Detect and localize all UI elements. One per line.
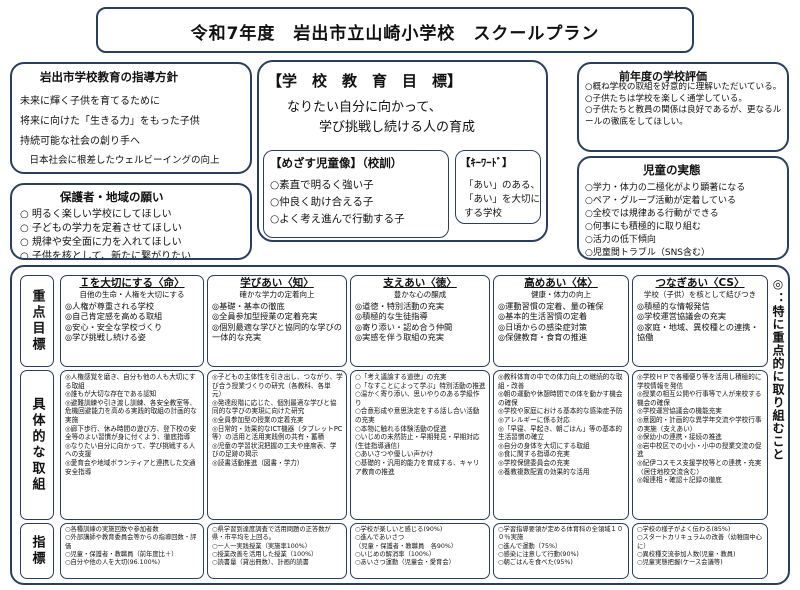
column-goals: ◎基礎・基本の徹底 ◎全員参加型授業の定着充実 ◎個別最適な学びと協同的な学びの… bbox=[212, 301, 342, 343]
column-concrete: ◎教科体育の中での体力向上の継続的な取組・改善 ◎朝の運動や休憩時間での体を動か… bbox=[498, 373, 623, 476]
ideal-student-box: 【めざす児童像】（校訓） ○素直で明るく強い子 ○仲良く助け合える子 ○よく考え… bbox=[263, 150, 449, 238]
column-indicator: ○県学習到達度調査で活用問題の正答数が県・市平均を上回る。 ○一人一実践授業（実… bbox=[212, 526, 331, 567]
goal-cell-knowledge: 学びあい〈知〉 確かな学力の定着向上 ◎基礎・基本の徹底 ◎全員参加型授業の定着… bbox=[207, 275, 347, 367]
wishes-line: ○ 明るく楽しい学校にしてほしい bbox=[20, 209, 172, 220]
header-box: 令和7年度 岩出市立山崎小学校 スクールプラン bbox=[96, 7, 694, 53]
column-head: 支えあい〈徳〉 bbox=[383, 277, 457, 289]
goal-line2: 学び挑戦し続ける人の育成 bbox=[319, 120, 476, 135]
column-goals: ◎人権が尊重される学校 ◎自己肯定感を高める取組 ◎安心・安全な学校づくり ◎学… bbox=[65, 301, 163, 343]
actual-panel: 児童の実態 ○学力・体力の二極化がより顕著になる ○ペア・グループ活動が定着して… bbox=[577, 156, 789, 260]
keyword-line: 「あい」のある、 bbox=[464, 180, 541, 191]
policy-line: 将来に向けた「生きる力」をもった子供 bbox=[20, 116, 200, 127]
column-goals: ◎運動習慣の定着、量の確保 ◎基本的生活習慣の定着 ◎日頃からの感染症対策 ◎保… bbox=[498, 301, 604, 343]
column-goals: ◎積極的な情報発信 ◎学校運営協議会の充実 ◎家庭・地域、異校種との連携・協働 bbox=[637, 301, 759, 343]
policy-line: 日本社会に根差したウェルビーイングの向上 bbox=[20, 155, 220, 166]
column-sub: 健康・体力の向上 bbox=[531, 290, 591, 299]
column-sub: 学校（子供）を核として結びつき bbox=[643, 290, 757, 299]
column-sub: 豊かな心の醸成 bbox=[393, 290, 447, 299]
column-indicator: ○学校が楽しいと感じる(90%) ○進んであいさつ （児童・保護者・教職員 各9… bbox=[355, 526, 458, 567]
plan-table: 重点目標 具体的な取組 指標 Ｉを大切にする〈命〉 自他の生命・人権を大切にする… bbox=[10, 265, 790, 585]
policy-line: 持続可能な社会の創り手へ bbox=[20, 136, 140, 147]
goal-cell-virtue: 支えあい〈徳〉 豊かな心の醸成 ◎道徳・特別活動の充実 ◎積極的な生徒指導 ◎寄… bbox=[350, 275, 490, 367]
column-goals: ◎道徳・特別活動の充実 ◎積極的な生徒指導 ◎寄り添い・認め合う仲間 ◎実感を伴… bbox=[355, 301, 453, 343]
actual-line: ○ペア・グループ活動が定着している bbox=[585, 196, 737, 206]
column-concrete: ◎子どもの主体性を引き出し、つながり、学び合う授業づくりの研究（各教科、各単元）… bbox=[212, 373, 343, 467]
wishes-line: ○ 子供を核として、新たに繋がりたい bbox=[20, 251, 192, 260]
ideal-item: ○仲良く助け合える子 bbox=[270, 196, 374, 208]
actual-line: ○学力・体力の二極化がより顕著になる bbox=[585, 183, 746, 193]
concrete-cell-knowledge: ◎子どもの主体性を引き出し、つながり、学び合う授業づくりの研究（各教科、各単元）… bbox=[207, 370, 347, 520]
indicator-cell-body: ○学習指導要領が定める体育科の全領域１００％実施 ○進んで運動（75%） ○感染… bbox=[493, 523, 629, 579]
concrete-cell-life: ◎人権感覚を磨き、自分も他の人も大切にする取組 ◎誰もが大切な存在である認知 ◎… bbox=[60, 370, 204, 520]
goal-cell-cs: つなぎあい〈CS〉 学校（子供）を核として結びつき ◎積極的な情報発信 ◎学校運… bbox=[632, 275, 768, 367]
column-concrete: ○「考え議論する道徳」の充実 ○「なすことによって学ぶ」特別活動の推進 ○温かく… bbox=[355, 373, 486, 476]
indicator-cell-life: ○各種訓練の実施回数や参加者数 ○外部講師や教育委員会等からの指導回数・評価 ○… bbox=[60, 523, 204, 579]
goal-line1: なりたい自分に向かって、 bbox=[287, 100, 442, 115]
column-concrete: ◎人権感覚を磨き、自分も他の人も大切にする取組 ◎誰もが大切な存在である認知 ◎… bbox=[65, 373, 197, 476]
school-goal-panel: 【学 校 教 育 目 標】 なりたい自分に向かって、 学び挑戦し続ける人の育成 … bbox=[257, 60, 548, 242]
actual-line: ○何事にも積極的に取り組む bbox=[585, 222, 701, 232]
ideal-item: ○素直で明るく強い子 bbox=[270, 179, 374, 191]
wishes-title: 保護者・地域の願い bbox=[60, 190, 164, 204]
policy-panel: 岩出市学校教育の指導方針 未来に輝く子供を育てるために 将来に向けた「生きる力」… bbox=[10, 62, 252, 174]
column-concrete: ◎学校ＨＰで各種便り等を活用し積極的に学校情報を発信 ◎授業の相互公開や行事等で… bbox=[637, 373, 762, 485]
column-head: 高めあい〈体〉 bbox=[524, 277, 598, 289]
policy-title: 岩出市学校教育の指導方針 bbox=[40, 70, 178, 84]
column-indicator: ○各種訓練の実施回数や参加者数 ○外部講師や教育委員会等からの指導回数・評価 ○… bbox=[65, 526, 197, 567]
evaluation-panel: 前年度の学校評価 ○概ね学校の取組を好意的に理解いただいている。 ○子供たちは学… bbox=[577, 62, 789, 152]
column-head: Ｉを大切にする〈命〉 bbox=[79, 277, 185, 289]
row-label-indicator: 指標 bbox=[20, 523, 54, 579]
wishes-line: ○ 子どもの学力を定着させてほしい bbox=[20, 223, 182, 234]
column-sub: 自他の生命・人権を大切にする bbox=[79, 290, 185, 299]
indicator-cell-cs: ○学校の様子がよく伝わる(85%) ○スタートカリキュラムの改善（幼稚園中心に）… bbox=[632, 523, 768, 579]
actual-line: ○活力の低下傾向 bbox=[585, 235, 656, 245]
evaluation-text: ○概ね学校の取組を好意的に理解いただいている。 ○子供たちは学校を楽しく通学して… bbox=[585, 82, 782, 127]
concrete-cell-virtue: ○「考え議論する道徳」の充実 ○「なすことによって学ぶ」特別活動の推進 ○温かく… bbox=[350, 370, 490, 520]
ideal-item: ○よく考え進んで行動する子 bbox=[270, 213, 405, 225]
indicator-cell-virtue: ○学校が楽しいと感じる(90%) ○進んであいさつ （児童・保護者・教職員 各9… bbox=[350, 523, 490, 579]
keyword-line: 「あい」を大切に bbox=[464, 194, 541, 205]
goal-title: 【学 校 教 育 目 標】 bbox=[267, 72, 463, 90]
column-sub: 確かな学力の定着向上 bbox=[239, 290, 315, 299]
row-label-concrete: 具体的な取組 bbox=[20, 370, 54, 520]
wishes-panel: 保護者・地域の願い ○ 明るく楽しい学校にしてほしい ○ 子どもの学力を定着させ… bbox=[10, 183, 252, 260]
side-note: ◎：特に重点的に取り組むこと bbox=[771, 277, 785, 461]
actual-line: ○児童間トラブル（SNS含む） bbox=[585, 248, 711, 258]
goal-cell-life: Ｉを大切にする〈命〉 自他の生命・人権を大切にする ◎人権が尊重される学校 ◎自… bbox=[60, 275, 204, 367]
keyword-line: する学校 bbox=[464, 208, 503, 219]
indicator-cell-knowledge: ○県学習到達度調査で活用問題の正答数が県・市平均を上回る。 ○一人一実践授業（実… bbox=[207, 523, 347, 579]
actual-line: ○全校では規律ある行動ができる bbox=[585, 209, 719, 219]
column-head: 学びあい〈知〉 bbox=[240, 277, 314, 289]
keyword-box: 【ｷｰﾜｰﾄﾞ】 「あい」のある、 「あい」を大切に する学校 bbox=[455, 150, 541, 224]
ideal-title: 【めざす児童像】（校訓） bbox=[270, 156, 403, 170]
actual-title: 児童の実態 bbox=[643, 163, 701, 177]
column-indicator: ○学習指導要領が定める体育科の全領域１００％実施 ○進んで運動（75%） ○感染… bbox=[498, 526, 624, 567]
concrete-cell-cs: ◎学校ＨＰで各種便り等を活用し積極的に学校情報を発信 ◎授業の相互公開や行事等で… bbox=[632, 370, 768, 520]
row-label-goals: 重点目標 bbox=[20, 275, 54, 367]
column-head: つなぎあい〈CS〉 bbox=[655, 277, 745, 289]
column-indicator: ○学校の様子がよく伝わる(85%) ○スタートカリキュラムの改善（幼稚園中心に）… bbox=[637, 526, 762, 567]
policy-line: 未来に輝く子供を育てるために bbox=[20, 96, 160, 107]
evaluation-title: 前年度の学校評価 bbox=[619, 70, 707, 83]
concrete-cell-body: ◎教科体育の中での体力向上の継続的な取組・改善 ◎朝の運動や休憩時間での体を動か… bbox=[493, 370, 629, 520]
keyword-title: 【ｷｰﾜｰﾄﾞ】 bbox=[460, 157, 513, 169]
goal-cell-body: 高めあい〈体〉 健康・体力の向上 ◎運動習慣の定着、量の確保 ◎基本的生活習慣の… bbox=[493, 275, 629, 367]
wishes-line: ○ 規律や安全面に力を入れてほしい bbox=[20, 237, 182, 248]
page-title: 令和7年度 岩出市立山崎小学校 スクールプラン bbox=[190, 24, 600, 44]
